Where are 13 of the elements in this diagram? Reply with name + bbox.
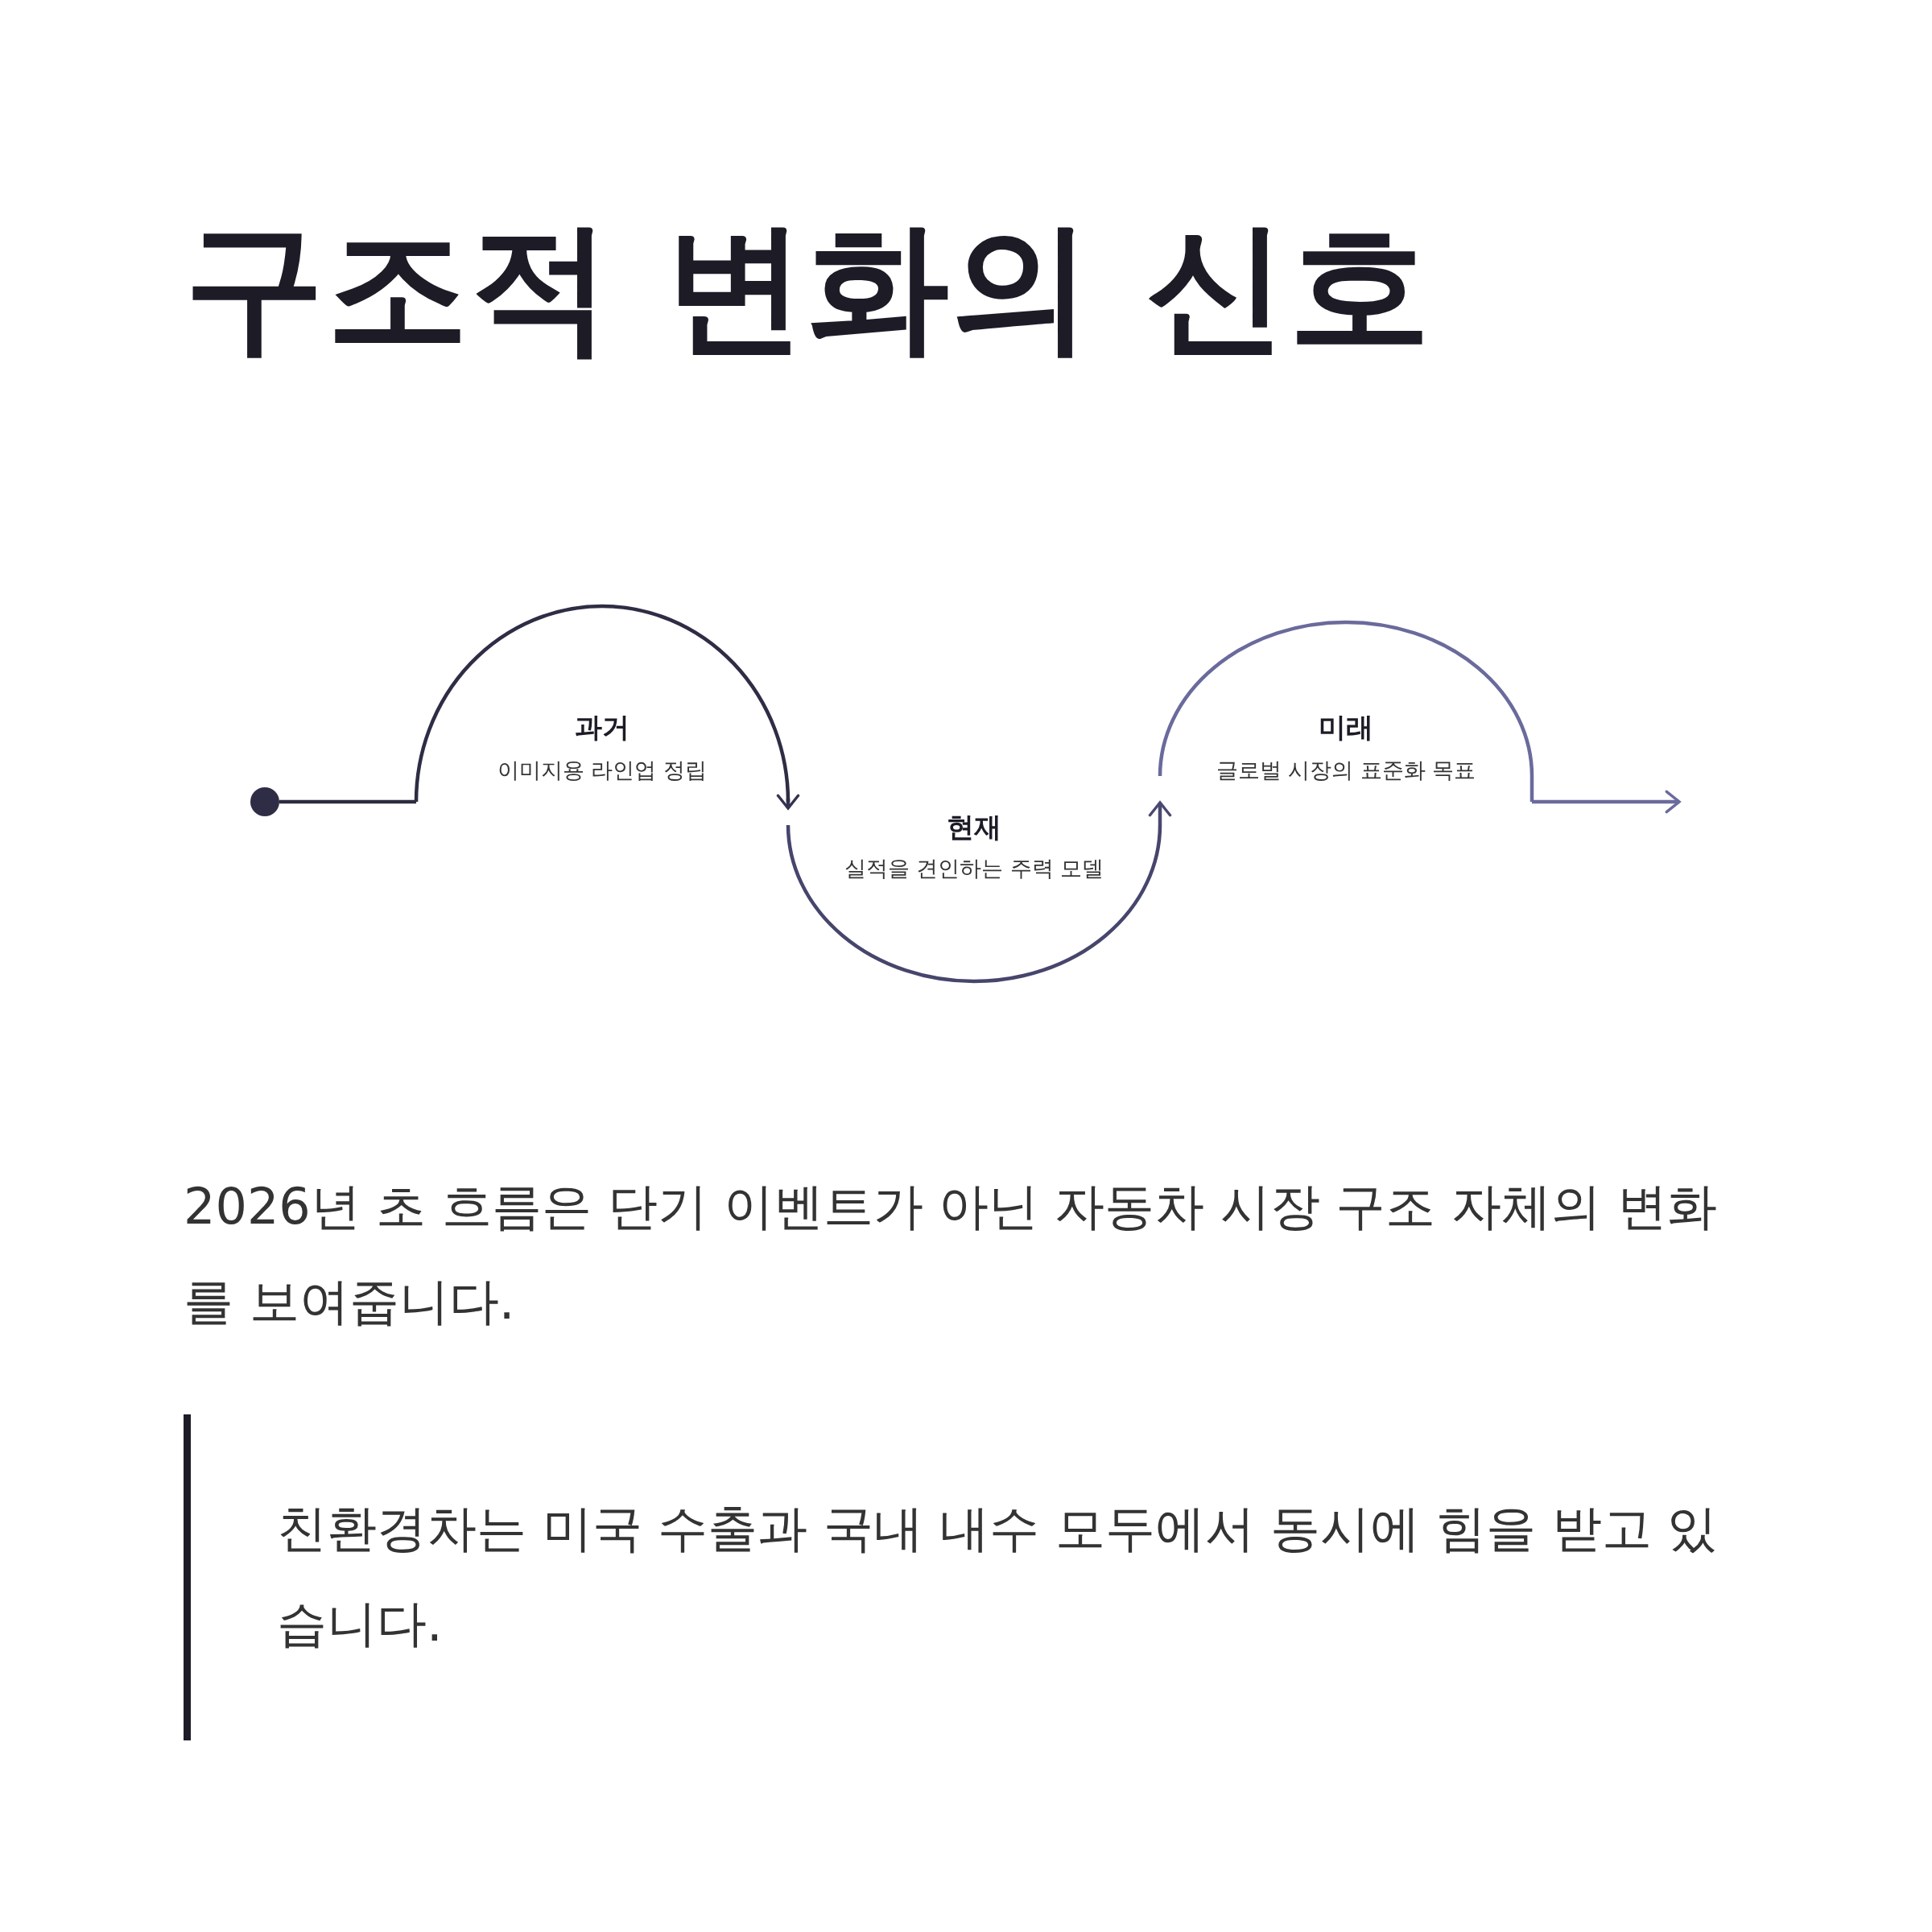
arrow	[776, 794, 800, 810]
stage-description: 실적을 견인하는 주력 모델	[843, 855, 1105, 882]
stage-title: 과거	[574, 710, 630, 745]
arrow	[1148, 801, 1172, 825]
arrow	[1532, 790, 1681, 814]
stage-description: 글로벌 시장의 표준화 목표	[1215, 757, 1477, 784]
stage-title: 현재	[946, 810, 1002, 844]
stage-description: 이미지용 라인업 정립	[496, 757, 708, 784]
paragraph: 2026년 초 흐름은 단기 이벤트가 아닌 자동차 시장 구조 자체의 변화를 보여줍니다.	[184, 1176, 1718, 1332]
quote-text: 친환경차는 미국 수출과 국내 내수 모두에서 동시에 힘을 받고 있습니다.	[277, 1498, 1719, 1654]
start-dot	[250, 787, 279, 816]
title: 구조적 변화의 신호	[184, 204, 1432, 371]
stage-title: 미래	[1318, 710, 1374, 745]
